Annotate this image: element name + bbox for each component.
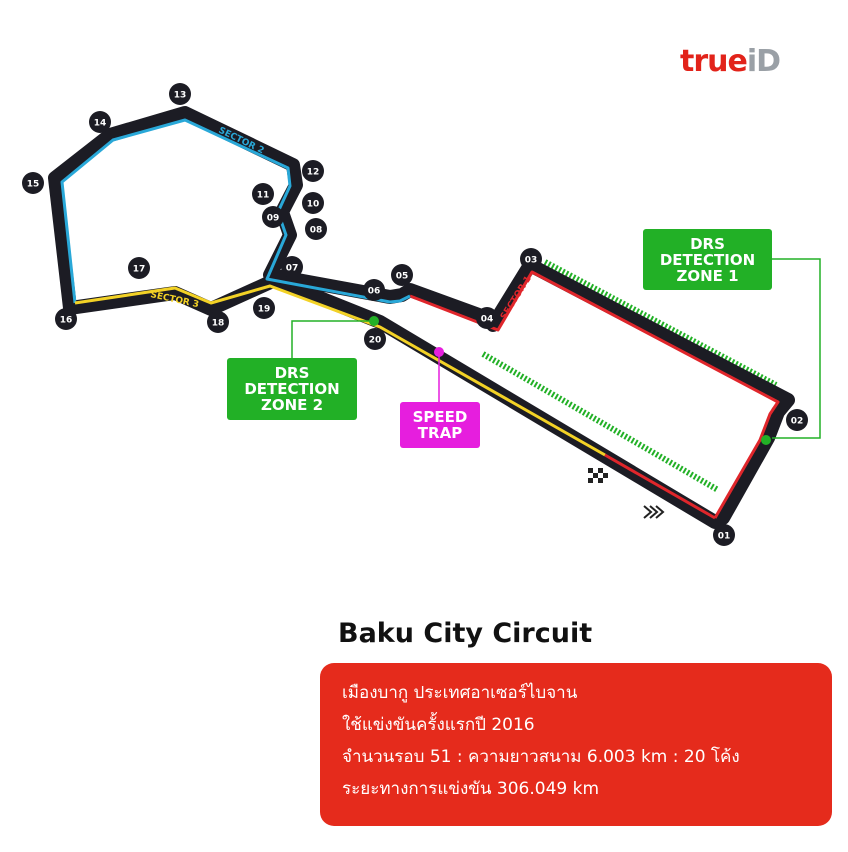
turn-marker-circle [302, 160, 324, 182]
turn-marker-circle [262, 206, 284, 228]
turn-number: 10 [307, 200, 320, 210]
turn-marker: 19 [253, 297, 275, 319]
info-first-race: ใช้แข่งขันครั้งแรกปี 2016 [342, 715, 535, 735]
drs-zone-2-line [481, 351, 720, 493]
sector-2-line [60, 118, 411, 304]
turn-marker: 03 [520, 248, 542, 270]
drs2-line-3: ZONE 2 [260, 396, 324, 414]
turn-number: 13 [174, 91, 187, 101]
turn-marker-circle [786, 409, 808, 431]
turn-marker-circle [713, 524, 735, 546]
turn-marker-circle [391, 264, 413, 286]
turn-marker-circle [169, 83, 191, 105]
drs1-line-1: DRS [690, 234, 725, 253]
turn-marker: 13 [169, 83, 191, 105]
turn-marker-circle [89, 111, 111, 133]
turn-number: 14 [94, 119, 107, 129]
sector-lines [60, 118, 780, 520]
turn-number: 09 [267, 214, 280, 224]
turn-number: 12 [307, 168, 320, 178]
drs-zone-1-connector [771, 258, 821, 439]
info-race-distance: ระยะทางการแข่งขัน 306.049 km [342, 779, 600, 799]
turn-marker-circle [253, 297, 275, 319]
turn-marker: 10 [302, 192, 324, 214]
track-outline [48, 106, 795, 529]
direction-arrows-icon [643, 505, 665, 519]
speed-trap-line-1: SPEED [412, 408, 468, 426]
sector-3-line [74, 284, 606, 457]
turn-marker: 18 [207, 311, 229, 333]
turn-marker-circle [363, 279, 385, 301]
turn-marker: 12 [302, 160, 324, 182]
turn-marker: 20 [364, 328, 386, 350]
turn-marker: 01 [713, 524, 735, 546]
turn-marker: 15 [22, 172, 44, 194]
drs-detection-zone-1-label: DRS DETECTION ZONE 1 [643, 229, 772, 290]
turn-marker: 09 [262, 206, 284, 228]
turn-marker-circle [128, 257, 150, 279]
turn-number: 01 [718, 532, 731, 542]
drs2-line-1: DRS [274, 364, 310, 382]
turn-marker-circle [252, 183, 274, 205]
turn-marker: 05 [391, 264, 413, 286]
turn-number: 16 [60, 316, 73, 326]
turn-number: 06 [368, 287, 381, 297]
circuit-title: Baku City Circuit [338, 618, 593, 649]
drs1-line-3: ZONE 1 [676, 266, 739, 285]
turn-marker: 04 [476, 307, 498, 329]
turn-marker-circle [207, 311, 229, 333]
turn-marker: 16 [55, 308, 77, 330]
trueid-logo: trueiD [680, 44, 781, 79]
turn-marker-circle [476, 307, 498, 329]
circuit-info-box: เมืองบากู ประเทศอาเซอร์ไบจาน ใช้แข่งขันค… [320, 663, 832, 826]
turn-marker: 17 [128, 257, 150, 279]
turn-marker: 11 [252, 183, 274, 205]
turn-markers: 01 02 03 04 05 06 07 08 09 10 11 12 13 14 15 16 17 18 19 20 [22, 83, 808, 546]
turn-marker-circle [281, 256, 303, 278]
turn-number: 02 [791, 417, 804, 427]
turn-number: 11 [257, 191, 270, 201]
turn-number: 03 [525, 256, 538, 266]
logo-text-id: iD [746, 44, 781, 79]
turn-marker: 08 [305, 218, 327, 240]
turn-number: 04 [481, 315, 494, 325]
drs-detection-zone-2-label: DRS DETECTION ZONE 2 [227, 358, 357, 420]
turn-marker-circle [22, 172, 44, 194]
drs2-line-2: DETECTION [244, 380, 340, 398]
speed-trap-label: SPEED TRAP [400, 402, 480, 448]
turn-marker: 14 [89, 111, 111, 133]
turn-marker-circle [364, 328, 386, 350]
drs-zones [481, 259, 778, 493]
drs1-line-2: DETECTION [659, 250, 756, 269]
drs-zone-1-point [761, 435, 771, 445]
turn-marker: 07 [281, 256, 303, 278]
turn-number: 15 [27, 180, 40, 190]
logo-text-true: true [680, 44, 748, 79]
info-location: เมืองบากู ประเทศอาเซอร์ไบจาน [342, 683, 578, 703]
turn-number: 08 [310, 226, 323, 236]
sector-1-line [409, 270, 780, 519]
info-laps-length-turns: จำนวนรอบ 51 : ความยาวสนาม 6.003 km : 20 … [342, 747, 740, 767]
turn-number: 17 [133, 265, 146, 275]
turn-marker-circle [305, 218, 327, 240]
turn-number: 18 [212, 319, 225, 329]
sector-1-tail-line [604, 453, 716, 520]
turn-marker: 06 [363, 279, 385, 301]
turn-number: 20 [369, 336, 382, 346]
checkered-flag-icon [588, 468, 608, 483]
speed-trap-line-2: TRAP [417, 424, 463, 442]
drs-zone-2-connector [291, 320, 374, 358]
turn-number: 07 [286, 264, 299, 274]
turn-marker: 02 [786, 409, 808, 431]
turn-number: 19 [258, 305, 271, 315]
turn-marker-circle [302, 192, 324, 214]
turn-marker-circle [55, 308, 77, 330]
turn-marker-circle [520, 248, 542, 270]
turn-number: 05 [396, 272, 409, 282]
